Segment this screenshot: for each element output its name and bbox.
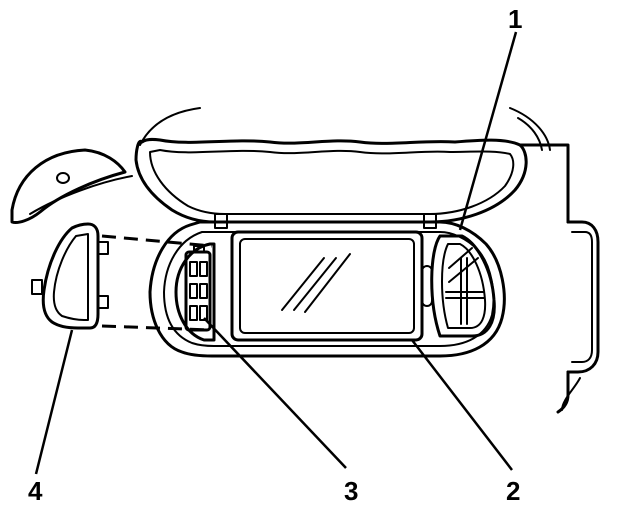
mirror-glass <box>230 230 424 342</box>
mirror-cover-lid <box>134 137 528 224</box>
leader-lines <box>34 31 518 475</box>
callout-3: 3 <box>344 476 358 506</box>
headliner-left-panel <box>10 148 133 224</box>
callout-1: 1 <box>508 4 522 34</box>
visor-hinge-bracket <box>518 143 600 414</box>
lamp-lens <box>430 234 496 338</box>
callout-4: 4 <box>28 476 43 506</box>
alignment-dashed-lines <box>101 234 213 332</box>
callout-2: 2 <box>506 476 520 506</box>
lamp-cover <box>31 222 109 330</box>
lamp-bulb <box>174 242 216 342</box>
mirror-clips <box>214 213 437 229</box>
